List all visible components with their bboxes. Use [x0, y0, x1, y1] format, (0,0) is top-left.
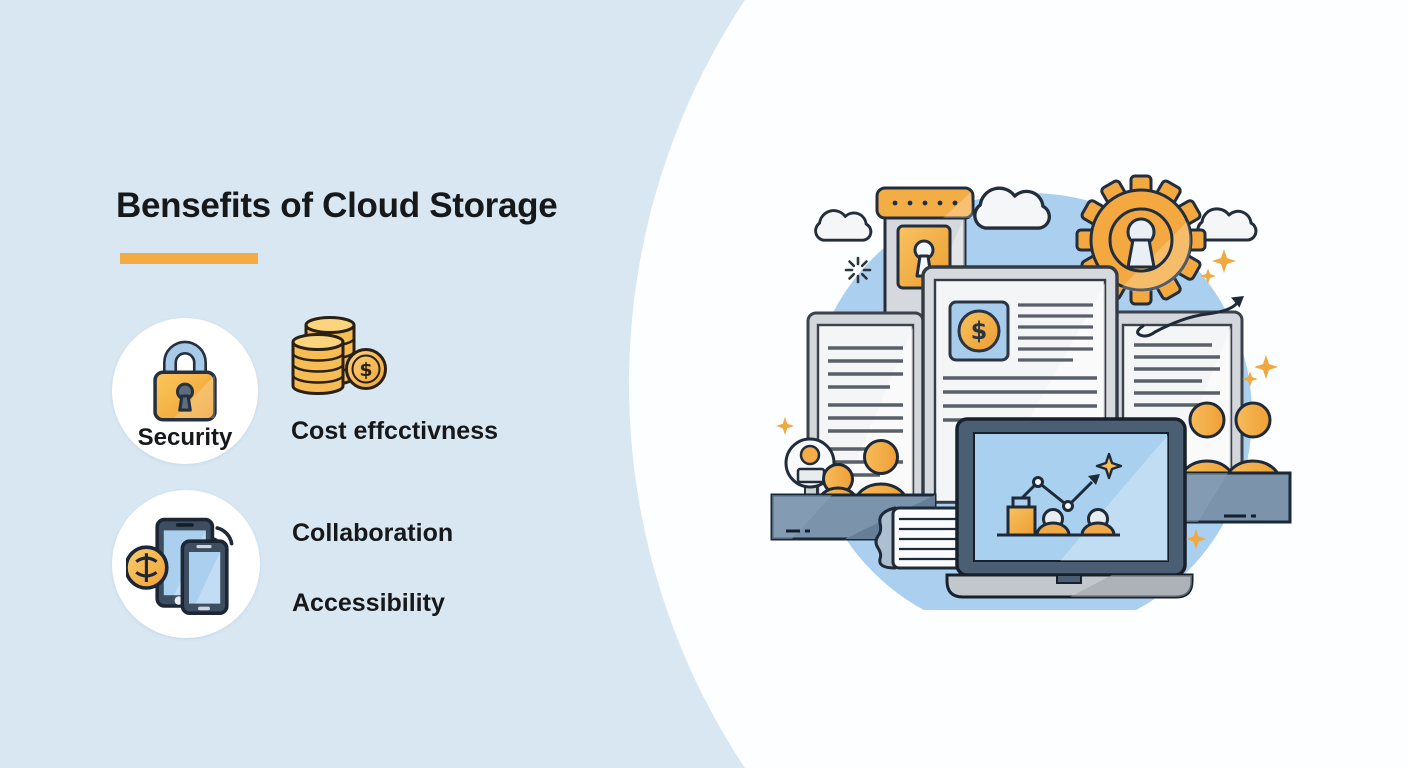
benefit-label-collaboration: Collaboration [292, 519, 454, 547]
desk [1180, 471, 1292, 524]
benefit-label-security: Security [137, 424, 233, 451]
arrow-icon [1136, 296, 1244, 338]
benefit-label-accessibility: Accessibility [292, 589, 445, 617]
laptop-growth-chart-icon [945, 417, 1194, 599]
presenter-avatar-icon [784, 437, 836, 498]
phone-icon [180, 539, 229, 615]
cloud-icon [814, 209, 873, 242]
coins-icon: $ [288, 316, 390, 409]
cloud-icon [1196, 207, 1258, 242]
svg-text:$: $ [359, 359, 372, 381]
sparkle-icon [776, 249, 1278, 550]
starburst-icon [844, 256, 872, 284]
cloud-icon [973, 186, 1051, 230]
devices-icon [126, 517, 234, 615]
title-underline [120, 253, 258, 264]
currency-coin-icon [126, 545, 169, 590]
benefit-label-cost: Cost effcctivness [291, 417, 499, 445]
page-title: Bensefits of Cloud Storage [116, 186, 558, 225]
cloud-storage-illustration: $ [760, 130, 1320, 637]
growth-chart-icon [997, 452, 1123, 537]
benefit-card-security: Security [112, 318, 258, 464]
svg-text:$: $ [971, 317, 988, 345]
benefit-card-devices [112, 490, 260, 638]
document-icon [806, 311, 925, 505]
coin-stack-front [291, 333, 345, 395]
dollar-coin-icon: $ [345, 348, 387, 390]
padlock-icon [153, 340, 217, 422]
